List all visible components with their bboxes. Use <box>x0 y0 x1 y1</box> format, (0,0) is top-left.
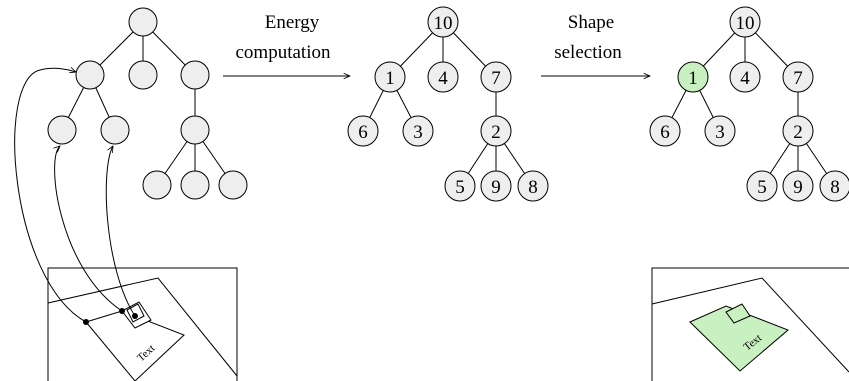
step1-label-line2: computation <box>236 42 331 63</box>
selected-tree: 10 1 4 7 6 3 2 5 9 8 <box>649 6 849 202</box>
tree-node <box>128 7 158 37</box>
scored-tree: 10 1 4 7 6 3 2 5 9 8 <box>347 6 549 202</box>
node-score: 10 <box>736 13 755 34</box>
node-score: 4 <box>438 68 448 89</box>
node-score: 9 <box>793 177 803 198</box>
tree-node <box>128 60 158 90</box>
input-document-image: Text <box>47 267 238 381</box>
node-score: 8 <box>830 177 840 198</box>
node-score: 2 <box>793 122 803 143</box>
tree-node <box>180 170 210 200</box>
step1-label-line1: Energy <box>265 12 320 33</box>
selected-region <box>689 305 789 372</box>
output-document-image: Text <box>651 267 849 381</box>
node-score: 10 <box>434 13 453 34</box>
step2-label-line1: Shape <box>568 12 614 33</box>
tree-node <box>180 60 210 90</box>
node-score: 9 <box>491 177 501 198</box>
selected-node <box>677 61 709 93</box>
shape-selection-step: Shape selection <box>541 12 650 76</box>
node-score: 3 <box>413 122 423 143</box>
node-score: 8 <box>528 177 538 198</box>
node-score: 7 <box>491 68 501 89</box>
node-score: 5 <box>455 177 465 198</box>
region-to-node-links <box>14 68 136 323</box>
input-tree <box>47 7 248 200</box>
tree-node <box>100 115 130 145</box>
node-score: 2 <box>491 122 501 143</box>
node-score: 6 <box>358 122 368 143</box>
energy-computation-step: Energy computation <box>223 12 350 76</box>
node-score: 1 <box>385 68 395 89</box>
node-score: 4 <box>740 68 750 89</box>
node-score: 3 <box>715 122 725 143</box>
step2-label-line2: selection <box>554 42 622 63</box>
tree-node <box>75 60 105 90</box>
tree-node <box>218 170 248 200</box>
tree-node <box>47 115 77 145</box>
node-score: 1 <box>688 68 698 89</box>
tree-node <box>142 170 172 200</box>
node-score: 6 <box>660 122 670 143</box>
node-score: 7 <box>793 68 803 89</box>
tree-node <box>180 115 210 145</box>
node-score: 5 <box>757 177 767 198</box>
